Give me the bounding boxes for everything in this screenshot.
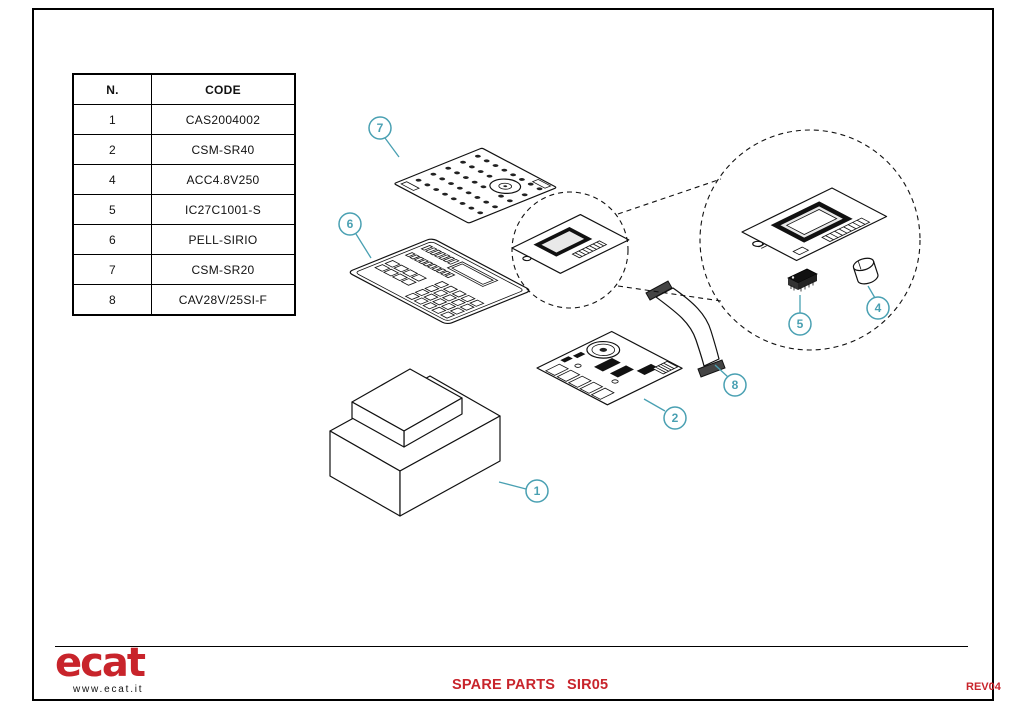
svg-text:6: 6 (347, 217, 354, 231)
parts-code-table: N. CODE 1 CAS2004002 2 CSM-SR40 4 ACC4.8… (72, 73, 296, 316)
svg-text:8: 8 (732, 378, 739, 392)
table-row: 5 IC27C1001-S (72, 194, 296, 225)
display-board-enlarged (735, 188, 887, 264)
display-window (448, 262, 498, 287)
ecat-logo: ecat (55, 644, 148, 686)
part-number-cell: 5 (72, 194, 152, 225)
svg-text:ecat: ecat (55, 644, 146, 686)
membrane-keypad-part-6 (348, 238, 532, 325)
callout-8: 8 (723, 373, 747, 397)
callout-1: 1 (525, 479, 549, 503)
part-code-cell: PELL-SIRIO (151, 224, 296, 255)
callout-6: 6 (338, 212, 362, 236)
callout-7: 7 (368, 116, 392, 140)
table-row: 2 CSM-SR40 (72, 134, 296, 165)
table-row: 7 CSM-SR20 (72, 254, 296, 285)
footer-divider (55, 646, 968, 647)
part-code-cell: IC27C1001-S (151, 194, 296, 225)
screw (521, 256, 532, 262)
part-code-cell: CAS2004002 (151, 104, 296, 135)
keyboard-pcb-part-7 (394, 148, 557, 223)
page-border (32, 8, 994, 701)
revision-label: REV04 (966, 681, 1001, 693)
part-code-cell: CAV28V/25SI-F (151, 284, 296, 316)
part-number-cell: 4 (72, 164, 152, 195)
leader-line-6 (355, 233, 372, 259)
table-header-row: N. CODE (72, 73, 296, 105)
page-title: SPARE PARTS (452, 677, 556, 693)
svg-text:4: 4 (875, 301, 882, 315)
magnifier-link-top (617, 178, 722, 215)
case-housing-part-1 (330, 369, 500, 516)
part-number-cell: 7 (72, 254, 152, 285)
model-name: SIR05 (567, 677, 609, 693)
leader-line-8 (714, 364, 729, 378)
table-row: 8 CAV28V/25SI-F (72, 284, 296, 316)
svg-text:1: 1 (534, 484, 541, 498)
part-number-cell: 1 (72, 104, 152, 135)
detail-circle-small (511, 191, 629, 309)
leader-line-7 (384, 137, 400, 158)
display-board-small (506, 215, 628, 276)
svg-text:7: 7 (377, 121, 384, 135)
table-row: 4 ACC4.8V250 (72, 164, 296, 195)
leader-line-4 (867, 285, 876, 299)
table-row: 6 PELL-SIRIO (72, 224, 296, 255)
website-url: www.ecat.it (73, 684, 144, 695)
callout-4: 4 (866, 296, 890, 320)
part-code-cell: CSM-SR40 (151, 134, 296, 165)
part-code-cell: CSM-SR20 (151, 254, 296, 285)
part-number-cell: 6 (72, 224, 152, 255)
main-pcb-part-2 (537, 331, 682, 404)
part-number-cell: 8 (72, 284, 152, 316)
callout-2: 2 (663, 406, 687, 430)
svg-text:2: 2 (672, 411, 679, 425)
battery-clamp-part-4 (852, 256, 880, 286)
svg-text:5: 5 (797, 317, 804, 331)
eprom-chip-part-5 (787, 268, 818, 292)
table-row: 1 CAS2004002 (72, 104, 296, 135)
header-part-number: N. (72, 73, 152, 105)
part-code-cell: ACC4.8V250 (151, 164, 296, 195)
detail-circle-large (699, 129, 921, 351)
part-number-cell: 2 (72, 134, 152, 165)
callout-5: 5 (788, 312, 812, 336)
leader-line-2 (643, 398, 666, 412)
header-part-code: CODE (151, 73, 296, 105)
ribbon-cable-part-8 (645, 280, 726, 378)
leader-line-1 (498, 481, 527, 490)
